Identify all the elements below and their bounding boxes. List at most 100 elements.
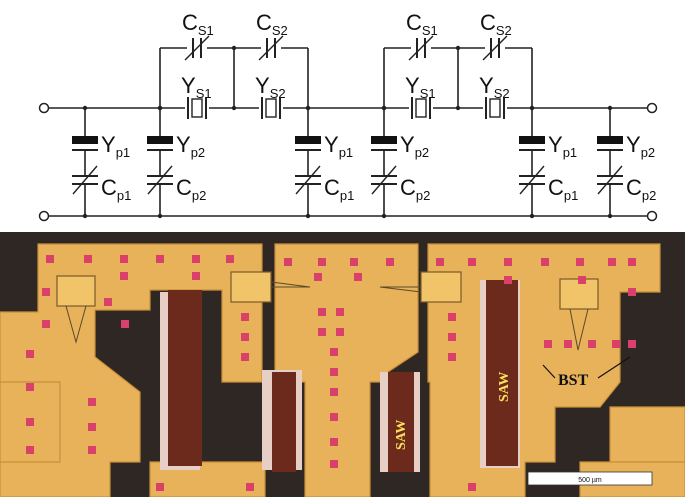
bond-pad	[588, 340, 596, 348]
label-yp2-6: Yp2	[626, 132, 655, 160]
bond-pad	[330, 388, 338, 396]
bond-pad	[628, 258, 636, 266]
bond-pad	[350, 258, 358, 266]
shunt-resonator-5	[519, 136, 545, 144]
bond-pad	[578, 276, 586, 284]
series-varactor-s2-2	[482, 35, 508, 61]
series-resonator-s1-1	[191, 98, 203, 118]
bond-pad	[241, 353, 249, 361]
scalebar-label: 500 µm	[578, 477, 602, 484]
terminal-out-top	[646, 102, 658, 114]
bond-pad	[121, 320, 129, 328]
bond-pad	[576, 258, 584, 266]
label-yp1-1: Yp1	[101, 132, 130, 160]
bond-pad	[42, 320, 50, 328]
bond-pad	[354, 273, 362, 281]
bond-pad	[88, 446, 96, 454]
bond-pad	[564, 340, 572, 348]
series-varactor-s2-1	[258, 35, 284, 61]
bond-pad	[318, 308, 326, 316]
bond-pad	[42, 288, 50, 296]
label-cs2-1: CS2	[256, 10, 288, 38]
series-varactor-s1-1	[184, 35, 210, 61]
shunt-varactor-3	[295, 165, 321, 195]
bond-pad	[628, 340, 636, 348]
label-cp2-4: Cp2	[400, 175, 430, 203]
bond-pad	[468, 258, 476, 266]
shunt-varactor-1	[72, 165, 98, 195]
label-cs1-1: CS1	[182, 10, 214, 38]
bond-pad	[318, 258, 326, 266]
bst-pad-1	[56, 275, 96, 307]
bond-pad	[26, 418, 34, 426]
bond-pad	[46, 255, 54, 263]
bond-pad	[448, 333, 456, 341]
bond-pad	[628, 288, 636, 296]
bst-pad-3	[420, 271, 462, 303]
label-ys2-2: YS2	[479, 73, 510, 101]
bond-pad	[26, 383, 34, 391]
saw-label-right: SAW	[497, 372, 512, 402]
bond-pad	[241, 333, 249, 341]
bst-pad-4	[559, 278, 599, 310]
terminal-in-bottom	[38, 210, 50, 222]
chip-micrograph: SAW SAW BST 500 µm	[0, 232, 685, 497]
label-cp1-5: Cp1	[548, 175, 578, 203]
bond-pad	[120, 272, 128, 280]
bond-pad	[192, 255, 200, 263]
metal-left	[0, 243, 263, 497]
shunt-varactor-2	[147, 165, 173, 195]
terminal-out-bottom	[646, 210, 658, 222]
bond-pad	[448, 313, 456, 321]
bst-pointer-right	[597, 356, 631, 379]
bond-pad	[504, 258, 512, 266]
bond-pad	[541, 258, 549, 266]
shunt-resonator-6	[597, 136, 623, 144]
metal-bottom-strip	[149, 461, 266, 497]
bond-pad	[330, 413, 338, 421]
bst-finger-1	[65, 305, 87, 344]
shunt-varactor-4	[371, 165, 397, 195]
bond-pad	[608, 258, 616, 266]
bond-pad	[468, 483, 476, 491]
bond-pad	[318, 328, 326, 336]
label-cs2-2: CS2	[480, 10, 512, 38]
bond-pad	[120, 255, 128, 263]
metal-right-lower	[609, 406, 685, 463]
label-cs1-2: CS1	[406, 10, 438, 38]
terminal-in-top	[38, 102, 50, 114]
bond-pad	[156, 483, 164, 491]
bst-pointer-left	[542, 364, 556, 379]
bond-pad	[314, 273, 322, 281]
bond-pad	[284, 258, 292, 266]
bond-pad	[241, 313, 249, 321]
bst-pad-2	[230, 271, 272, 303]
scalebar	[527, 471, 653, 486]
bond-pad	[26, 446, 34, 454]
shunt-resonator-4	[371, 136, 397, 144]
bond-pad	[330, 368, 338, 376]
bond-pad	[156, 255, 164, 263]
label-cp2-6: Cp2	[626, 175, 656, 203]
bond-pad	[88, 423, 96, 431]
saw-resonator-3	[272, 372, 296, 472]
bst-finger-4	[569, 308, 589, 351]
bond-pad	[192, 272, 200, 280]
label-cp1-1: Cp1	[101, 175, 131, 203]
bond-pad	[448, 353, 456, 361]
bond-pad	[504, 276, 512, 284]
bond-pad	[544, 340, 552, 348]
saw-label-left: SAW	[394, 420, 409, 450]
bond-pad	[436, 258, 444, 266]
bond-pad	[330, 460, 338, 468]
label-cp2-2: Cp2	[176, 175, 206, 203]
shunt-resonator-1	[72, 136, 98, 144]
bond-pad	[88, 398, 96, 406]
bond-pad	[612, 340, 620, 348]
bond-pad	[84, 255, 92, 263]
series-resonator-s2-2	[489, 98, 501, 118]
bst-finger-2	[270, 281, 311, 288]
label-yp1-3: Yp1	[324, 132, 353, 160]
bst-finger-3	[379, 286, 422, 293]
